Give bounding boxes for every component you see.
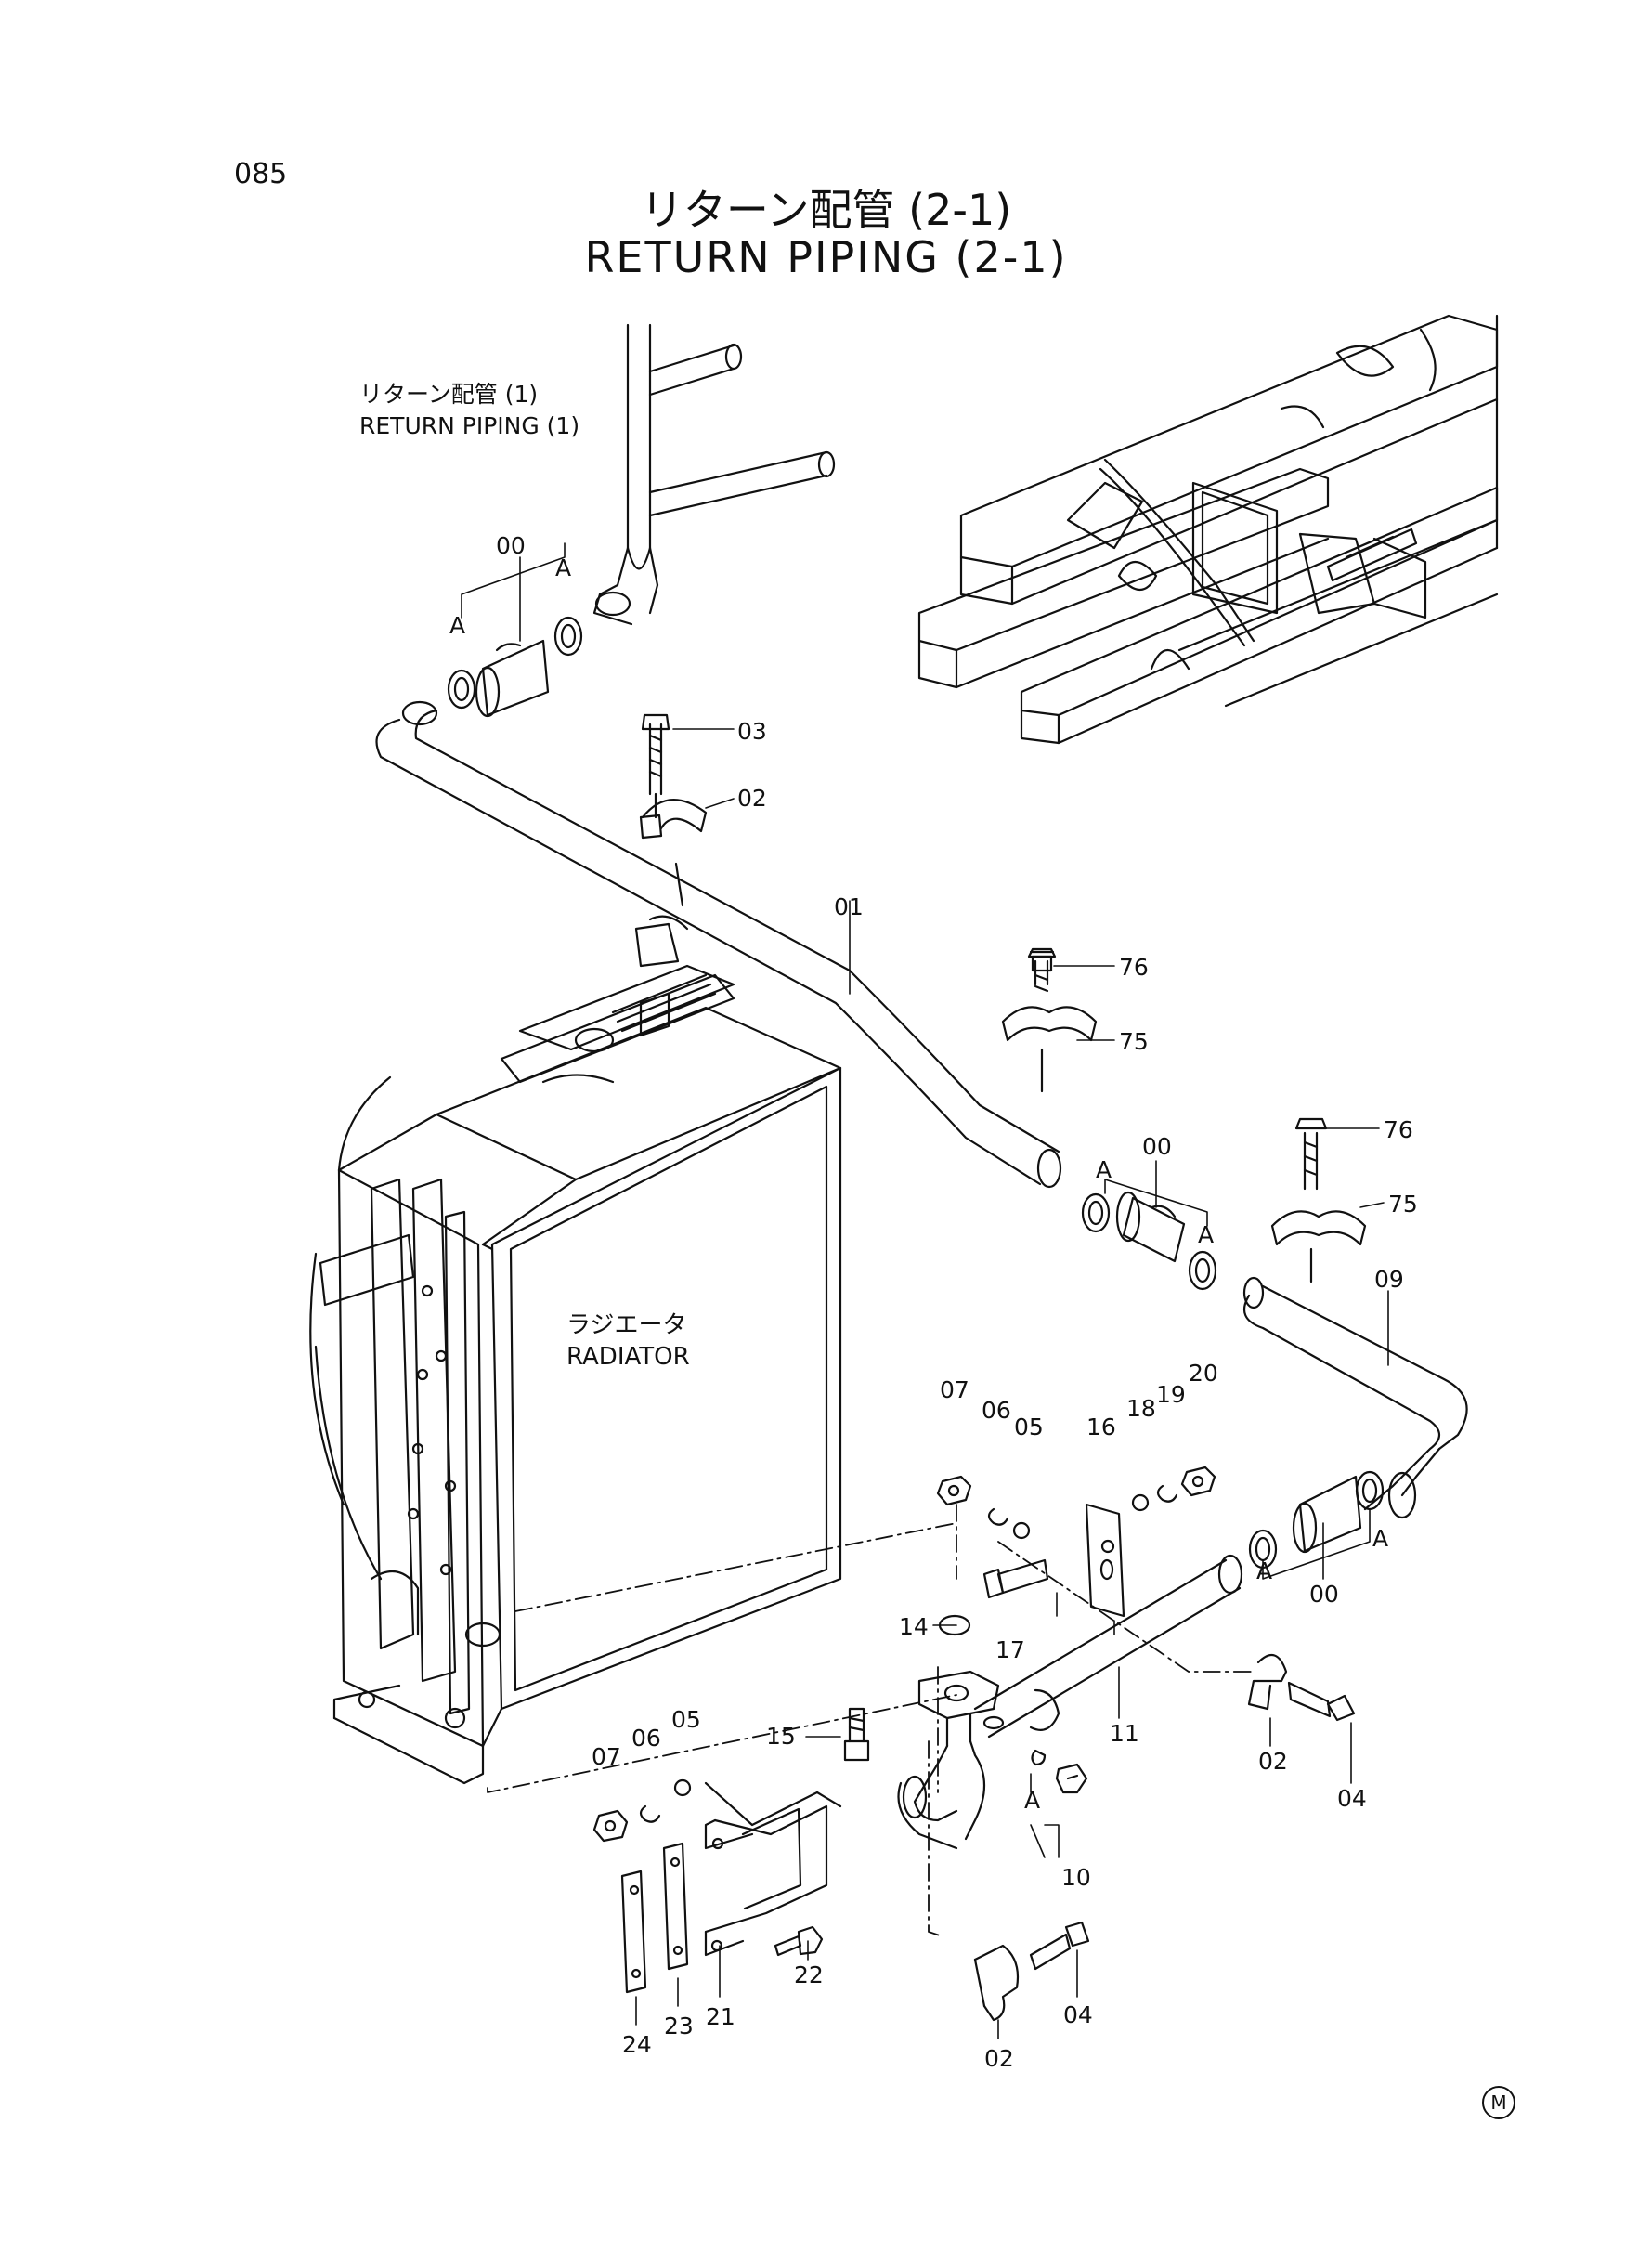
reference-label-english: RETURN PIPING (1): [359, 412, 580, 439]
clamp-02-lower: [973, 1921, 1090, 2022]
label-A-lower-right-1: A: [1372, 1525, 1388, 1552]
model-mark: M: [1482, 2086, 1515, 2119]
label-A-upper-right: A: [555, 554, 571, 581]
radiator-label-english: RADIATOR: [566, 1343, 690, 1371]
page-number: 085: [234, 158, 288, 190]
label-16: 16: [1086, 1414, 1116, 1440]
clamp-75-right: [1270, 1117, 1367, 1283]
label-75-middle: 75: [1119, 1028, 1149, 1055]
page-title-japanese: リターン配管 (2-1): [640, 185, 1012, 235]
page-title-english: RETURN PIPING (2-1): [584, 232, 1068, 282]
label-09: 09: [1374, 1266, 1404, 1293]
label-15: 15: [766, 1723, 796, 1750]
label-02-right: 02: [1258, 1748, 1288, 1775]
label-22: 22: [794, 1961, 824, 1988]
radiator-label-japanese: ラジエータ: [566, 1311, 687, 1339]
bracket-plate-16: [982, 1503, 1125, 1618]
part-number-labels: 00 A A 03 02 01 76 75 00 A A 76 75 09 07…: [449, 532, 1418, 2072]
seal-ring-upper-right: [553, 616, 583, 657]
clamp-02-right: [1247, 1653, 1356, 1722]
label-20: 20: [1189, 1360, 1218, 1387]
clamp-02-top: [639, 713, 708, 840]
label-04-lower: 04: [1063, 2001, 1093, 2028]
label-05-upper: 05: [1014, 1414, 1044, 1440]
label-02-lower: 02: [984, 2045, 1014, 2072]
label-24: 24: [622, 2031, 652, 2058]
small-hardware-upper: [936, 1466, 1216, 1636]
label-00-upper: 00: [496, 532, 526, 559]
label-11: 11: [1110, 1720, 1139, 1747]
label-10: 10: [1061, 1864, 1091, 1891]
label-06-upper: 06: [982, 1397, 1011, 1424]
radiator-label: ラジエータ RADIATOR: [566, 1309, 690, 1373]
label-07-upper: 07: [940, 1376, 969, 1403]
label-04-right: 04: [1337, 1785, 1367, 1812]
label-21: 21: [706, 2003, 735, 2030]
label-75-right: 75: [1388, 1191, 1418, 1218]
label-A-lower-right-2: A: [1256, 1557, 1272, 1584]
label-02-top: 02: [737, 785, 767, 812]
label-A-middle-right: A: [1198, 1221, 1214, 1248]
brackets-lower-left: [592, 1778, 842, 1994]
label-03: 03: [737, 718, 767, 745]
return-pipe-11: [897, 1554, 1243, 1850]
middle-hose-connection: [1081, 1191, 1217, 1291]
seal-ring-upper-left: [447, 669, 476, 710]
reference-lines: [487, 1504, 1255, 1937]
reference-label: リターン配管 (1) RETURN PIPING (1): [359, 379, 579, 442]
label-76-right: 76: [1384, 1116, 1413, 1143]
label-23: 23: [664, 2013, 694, 2039]
label-00-lower-right: 00: [1309, 1581, 1339, 1608]
machine-frame: [917, 314, 1499, 745]
label-A-upper-left: A: [449, 612, 465, 639]
label-A-lower-center: A: [1024, 1787, 1040, 1814]
label-00-middle: 00: [1142, 1133, 1172, 1160]
return-pipe-09: [1242, 1276, 1468, 1519]
label-18: 18: [1126, 1395, 1156, 1422]
label-17: 17: [995, 1636, 1025, 1663]
label-05-lower: 05: [671, 1706, 701, 1733]
label-07-lower: 07: [592, 1743, 621, 1770]
upper-hose-connection: [447, 616, 583, 718]
return-pipe-01: [375, 700, 1062, 1189]
label-A-middle-left: A: [1096, 1156, 1112, 1183]
label-14: 14: [899, 1613, 929, 1640]
bolt-15: [843, 1707, 1088, 1794]
upper-return-pipe: [592, 323, 836, 626]
leader-lines: [461, 542, 1389, 2039]
label-01: 01: [834, 893, 864, 920]
reference-label-japanese: リターン配管 (1): [359, 381, 539, 408]
clamp-75-middle: [1001, 947, 1098, 1093]
label-76-middle: 76: [1119, 954, 1149, 981]
lower-right-hose-connection: [1248, 1470, 1385, 1570]
radiator: [309, 915, 842, 1785]
label-19: 19: [1156, 1381, 1186, 1408]
hose-upper: [481, 639, 550, 717]
label-06-lower: 06: [631, 1725, 661, 1752]
